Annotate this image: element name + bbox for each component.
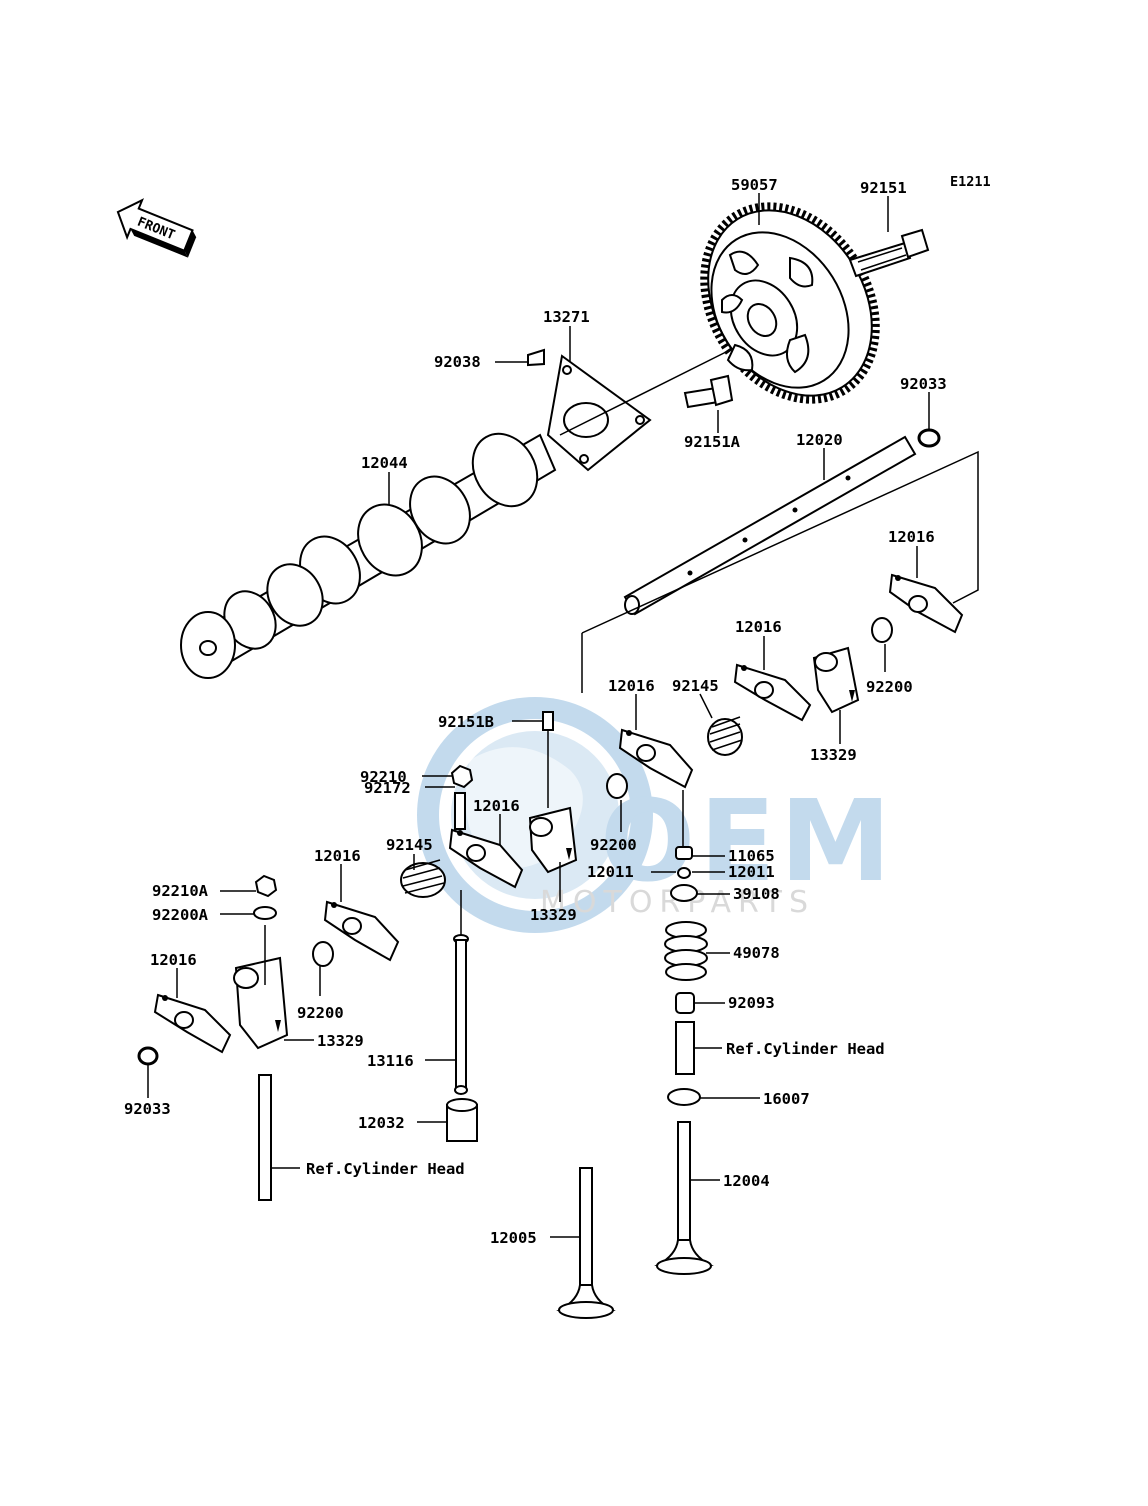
label-11065: 11065 (728, 847, 775, 865)
nut-92210A (254, 874, 278, 898)
label-12016-d: 12016 (473, 797, 520, 815)
rocker-shaft (581, 435, 979, 693)
label-ref-cylinder-head-a: Ref.Cylinder Head (726, 1040, 885, 1058)
label-12016-b: 12016 (735, 618, 782, 636)
label-92145-b: 92145 (386, 836, 433, 854)
valve-12005 (556, 1167, 616, 1319)
label-92200A: 92200A (152, 906, 209, 924)
washer-92200-c (312, 941, 334, 967)
washer-92200-b (606, 773, 628, 799)
label-13271: 13271 (543, 308, 590, 326)
label-49078: 49078 (733, 944, 780, 962)
retainer-39108 (670, 884, 698, 902)
washer-92200A (253, 906, 277, 920)
label-39108: 39108 (733, 885, 780, 903)
washer-92200-a (871, 617, 893, 643)
nut-92210 (450, 764, 474, 789)
rocker-bracket-b (528, 806, 578, 874)
rocker-arm-f (153, 993, 232, 1054)
label-92210A: 92210A (152, 882, 209, 900)
watermark-brand: OEM (600, 777, 895, 907)
callout-labels: 59057 92151 13271 92038 92033 92151A 120… (124, 176, 947, 1247)
oem-watermark: OEM MOTORPARTS (417, 697, 895, 933)
rocker-arm-b (733, 663, 812, 722)
label-16007: 16007 (763, 1090, 810, 1108)
seal-92093 (675, 992, 695, 1014)
bolt-92151A (683, 374, 734, 409)
label-12016-a: 12016 (888, 528, 935, 546)
label-12020: 12020 (796, 431, 843, 449)
cap-11065 (675, 846, 693, 860)
leader-lines (147, 193, 930, 1238)
tappet-12032 (446, 1098, 478, 1142)
label-92172: 92172 (364, 779, 411, 797)
label-13329-b: 13329 (530, 906, 577, 924)
camshaft (180, 349, 731, 679)
rocker-bracket-a (812, 646, 860, 714)
label-92200-c: 92200 (297, 1004, 344, 1022)
rocker-bracket-c (233, 956, 289, 1050)
valve-guide (675, 1021, 695, 1075)
keeper-12011 (677, 867, 691, 879)
screw-92151B (542, 711, 554, 731)
label-12004: 12004 (723, 1172, 770, 1190)
label-12011-a: 12011 (587, 863, 634, 881)
spring-92145-b (400, 859, 446, 898)
label-92210: 92210 (360, 768, 407, 786)
label-59057: 59057 (731, 176, 778, 194)
rocker-arm-c (618, 728, 694, 789)
push-rod (453, 934, 469, 1095)
valve-spring-49078 (664, 921, 708, 981)
label-92151A: 92151A (684, 433, 741, 451)
label-12016-c: 12016 (608, 677, 655, 695)
stud-bottom (258, 1074, 272, 1201)
front-arrow-icon: FRONT (116, 198, 197, 258)
label-92093: 92093 (728, 994, 775, 1012)
label-13329-c: 13329 (317, 1032, 364, 1050)
label-92151: 92151 (860, 179, 907, 197)
rocker-arm-e (323, 900, 400, 962)
rocker-arm-a (888, 573, 964, 634)
label-ref-cylinder-head-b: Ref.Cylinder Head (306, 1160, 465, 1178)
valve-12004 (654, 1121, 714, 1275)
circlip-top (917, 428, 941, 448)
label-12005: 12005 (490, 1229, 537, 1247)
label-92033-top: 92033 (900, 375, 947, 393)
circlip-bottom (137, 1046, 159, 1066)
label-92151B: 92151B (438, 713, 494, 731)
spring-92145-a (707, 716, 743, 756)
cam-gear (700, 202, 880, 404)
bolt-92151 (848, 228, 930, 278)
label-12044: 12044 (361, 454, 408, 472)
label-12016-e: 12016 (314, 847, 361, 865)
label-12016-f: 12016 (150, 951, 197, 969)
thrust-plate (546, 354, 652, 472)
stud-92172 (454, 792, 466, 830)
label-92145-a: 92145 (672, 677, 719, 695)
label-92038: 92038 (434, 353, 481, 371)
label-92200-a: 92200 (866, 678, 913, 696)
label-12011-b: 12011 (728, 863, 775, 881)
label-13116: 13116 (367, 1052, 414, 1070)
woodruff-key (527, 348, 545, 367)
label-13329-a: 13329 (810, 746, 857, 764)
label-12032: 12032 (358, 1114, 405, 1132)
label-92200-b: 92200 (590, 836, 637, 854)
label-92033-bottom: 92033 (124, 1100, 171, 1118)
diagram-code: E1211 (950, 174, 991, 190)
washer-16007 (667, 1088, 701, 1106)
